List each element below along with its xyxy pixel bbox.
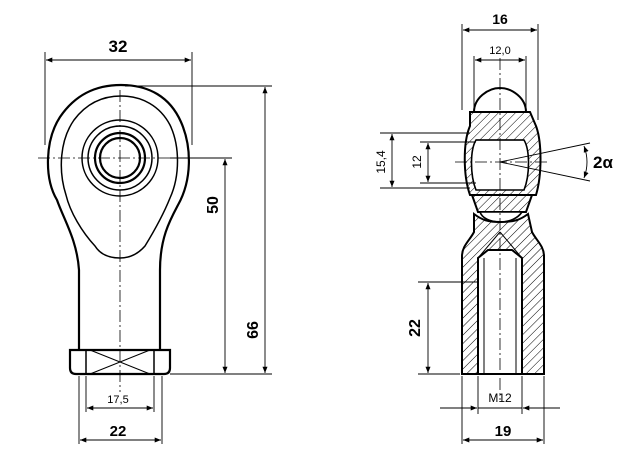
dim-label-22-side: 22 <box>407 319 424 337</box>
tilt-line-lower <box>499 161 591 182</box>
dim-label-17-5: 17,5 <box>107 394 128 406</box>
dim-label-16: 16 <box>492 11 508 27</box>
dim-label-50: 50 <box>205 196 222 214</box>
dim-label-tilt-angle: 2α <box>593 153 613 172</box>
dim-label-12: 12 <box>410 155 424 169</box>
front-view <box>38 83 205 392</box>
dim-label-19: 19 <box>495 423 512 440</box>
front-inner-profile <box>60 95 179 259</box>
hex-nut <box>68 348 172 376</box>
dim-label-32: 32 <box>109 37 128 56</box>
thread-cone-left <box>477 231 501 259</box>
dim-label-66: 66 <box>245 321 262 339</box>
dim-label-15-4: 15,4 <box>374 150 388 174</box>
dim-label-22-front: 22 <box>110 423 127 440</box>
housing-lower-band <box>470 194 534 213</box>
front-dimensions <box>44 52 272 444</box>
side-dimensions <box>380 24 589 444</box>
side-view <box>455 58 591 400</box>
dim-label-12-0: 12,0 <box>489 45 510 57</box>
tilt-line-upper <box>499 142 591 163</box>
tilt-angle-arc <box>583 145 589 179</box>
thread-label-m12: M12 <box>488 391 512 405</box>
thread-cone-right <box>499 231 523 259</box>
front-outer-profile <box>46 83 190 350</box>
